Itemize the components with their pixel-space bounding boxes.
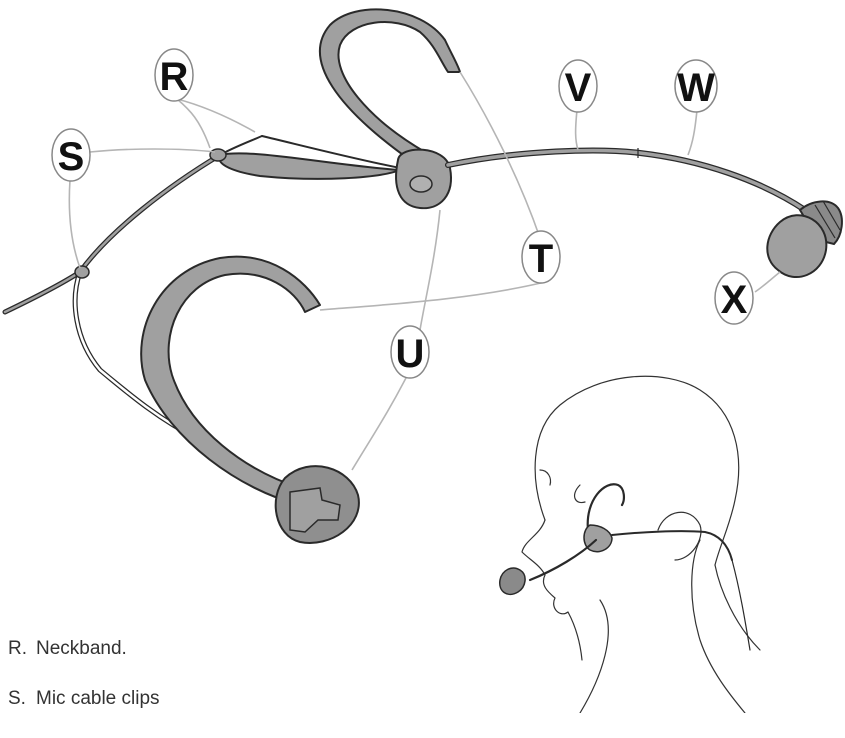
callout-X-letter: X <box>721 278 748 322</box>
callout-U-letter: U <box>396 332 425 376</box>
worn-headset <box>500 484 750 650</box>
cable-clip-upper <box>210 149 226 161</box>
callout-V-letter: V <box>565 66 592 110</box>
ear-pivot <box>396 150 451 209</box>
callout-S: S <box>52 129 90 181</box>
lower-ear-hook <box>141 257 320 505</box>
callout-T-letter: T <box>529 237 553 281</box>
legend-letter: S. <box>8 688 36 710</box>
ear-pivot-lower <box>276 466 359 543</box>
callout-T: T <box>522 231 560 283</box>
headset-diagram: R S T U V W X <box>0 0 845 713</box>
callout-R-letter: R <box>160 55 189 99</box>
legend-item-s: S.Mic cable clips <box>8 688 160 738</box>
legend-item-r: R.Neckband. <box>8 638 160 688</box>
cable-clip-lower <box>75 266 89 278</box>
legend-text: Neckband. <box>36 638 127 659</box>
legend: R.Neckband. S.Mic cable clips <box>8 638 160 738</box>
neckband <box>219 136 400 179</box>
legend-text: Mic cable clips <box>36 688 160 709</box>
callout-W: W <box>675 60 717 112</box>
callout-U: U <box>391 326 429 378</box>
callout-W-letter: W <box>677 66 715 110</box>
callout-S-letter: S <box>58 135 85 179</box>
legend-letter: R. <box>8 638 36 660</box>
callout-V: V <box>559 60 597 112</box>
microphone-capsule <box>767 201 842 277</box>
callout-X: X <box>715 272 753 324</box>
upper-ear-hook <box>320 9 460 160</box>
callout-R: R <box>155 49 193 101</box>
